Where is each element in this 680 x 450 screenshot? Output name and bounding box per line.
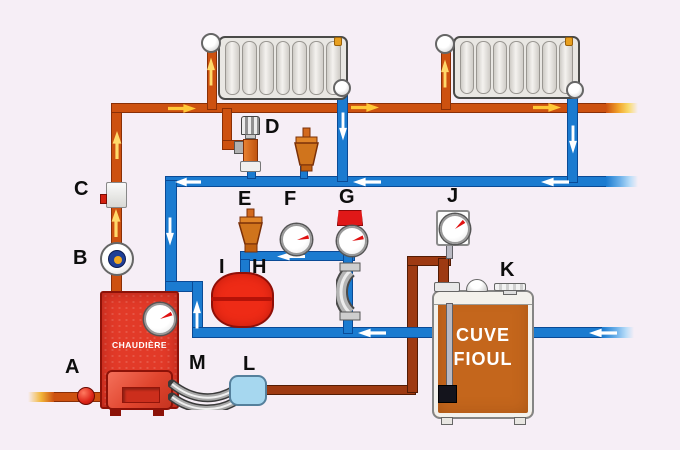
fuel-filter-l <box>229 375 267 406</box>
radiator-fin <box>275 41 291 95</box>
tank-title-line2: FIOUL <box>453 349 513 369</box>
radiator-1 <box>218 36 348 100</box>
return-main <box>165 176 608 187</box>
pump-rotor <box>108 250 126 268</box>
label-f: F <box>284 188 297 210</box>
label-d: D <box>265 116 280 138</box>
boiler-thermometer-icon <box>144 303 176 335</box>
fuel-line-top <box>407 256 451 266</box>
drain-valve-a <box>77 387 95 405</box>
pump-hub <box>114 256 122 264</box>
foot-valve <box>438 385 457 403</box>
radiator-fin <box>492 41 508 94</box>
valve-neck <box>245 134 256 139</box>
radiator-fin <box>292 41 308 95</box>
filling-valve-d <box>234 114 268 176</box>
flow-arrow-hot <box>168 104 196 113</box>
tank-foot <box>514 417 526 425</box>
fuel-line-riser <box>407 256 418 393</box>
radiator-fin <box>509 41 524 94</box>
valve-body <box>243 139 258 162</box>
label-a: A <box>65 356 80 378</box>
component-c <box>106 182 127 208</box>
tank-title-line1: CUVE <box>455 325 510 345</box>
drain-pipe-continuation <box>28 392 54 402</box>
gauge-needle <box>351 235 364 242</box>
gauge-needle <box>454 220 466 231</box>
return-bottom-line <box>192 327 604 338</box>
label-c: C <box>74 178 89 200</box>
label-m: M <box>189 352 206 374</box>
label-j: J <box>447 185 459 207</box>
boiler-title: CHAUDIÈRE <box>111 340 168 350</box>
valve-cap <box>241 116 260 135</box>
expansion-vessel-h <box>211 272 274 328</box>
safety-valve-g <box>337 226 367 256</box>
tank-top-band <box>434 292 532 305</box>
label-i: I <box>219 256 225 278</box>
radiator-fin <box>309 41 325 95</box>
radiator-2 <box>453 36 580 99</box>
radiator2-valve-icon <box>435 34 455 54</box>
flow-arrow-hot <box>533 103 561 112</box>
circulator-pump-b <box>100 242 134 276</box>
radiator-fin <box>241 41 257 95</box>
gauge-needle <box>159 312 172 321</box>
boiler-foot <box>153 409 164 416</box>
radiator-fin <box>525 41 541 94</box>
return-bottom-continuation <box>602 327 634 338</box>
tank-inlet-flange <box>434 282 460 292</box>
radiator-fin <box>460 41 475 94</box>
component-c-tab <box>100 194 107 204</box>
tank-foot <box>441 417 453 425</box>
radiator1-valve-icon <box>201 33 221 53</box>
fuel-gauge-j <box>440 214 470 244</box>
flexible-hoses-m <box>168 379 239 410</box>
auto-air-vent-icon <box>294 127 319 172</box>
flow-arrow-hot <box>351 103 379 112</box>
burner <box>106 370 173 410</box>
gauge-needle <box>296 234 309 241</box>
radiator2-bleed-cap <box>565 37 573 46</box>
radiator1-bleed-cap <box>334 37 342 46</box>
radiator-fin <box>542 41 557 94</box>
label-b: B <box>73 247 88 269</box>
suction-dip-tube <box>446 303 453 387</box>
valve-nut <box>240 161 261 172</box>
manometer-f <box>281 224 312 255</box>
tank-vent-stem <box>503 290 517 295</box>
radiator-fin <box>476 41 491 94</box>
label-l: L <box>243 353 256 375</box>
radiator-fin <box>225 41 240 95</box>
anti-vibration-sleeve <box>336 262 361 321</box>
label-h: H <box>252 256 267 278</box>
tank-fill-dome <box>466 279 488 292</box>
burner-inner-panel <box>122 387 160 403</box>
label-e: E <box>238 188 252 210</box>
return-main-continuation <box>606 176 638 187</box>
label-k: K <box>500 259 515 281</box>
radiator2-return-fitting <box>566 81 584 99</box>
radiator-fin <box>258 41 274 95</box>
safety-valve-g-cap <box>337 210 363 226</box>
boiler-foot <box>110 409 121 416</box>
label-g: G <box>339 186 355 208</box>
vessel-seam <box>211 297 272 301</box>
hot-supply-continuation <box>606 103 638 113</box>
air-vent-e <box>238 208 263 253</box>
radiator1-return-fitting <box>333 79 351 97</box>
